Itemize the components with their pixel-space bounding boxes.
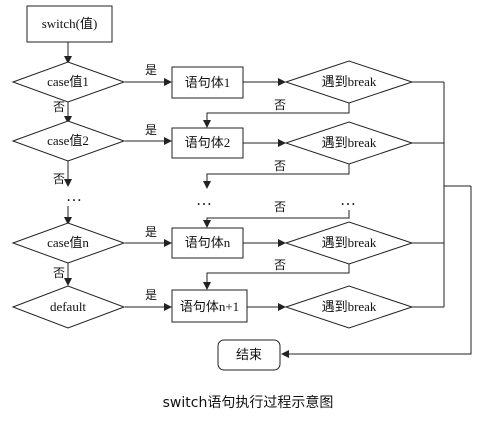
node-break2: 遇到break xyxy=(284,121,414,165)
svg-text:语句体n: 语句体n xyxy=(185,235,231,250)
edge-dots-no xyxy=(203,210,350,228)
ellipsis-right: … xyxy=(340,192,356,209)
svg-text:结束: 结束 xyxy=(236,347,262,362)
figure-caption: switch语句执行过程示意图 xyxy=(162,395,334,411)
svg-text:语句体1: 语句体1 xyxy=(185,75,231,90)
label-yes-casen: 是 xyxy=(145,225,157,239)
node-stmt1: 语句体1 xyxy=(171,66,244,99)
svg-text:case值1: case值1 xyxy=(47,74,89,89)
label-yes-default: 是 xyxy=(145,288,157,302)
svg-text:语句体n+1: 语句体n+1 xyxy=(180,299,239,314)
node-stmtn1: 语句体n+1 xyxy=(171,289,248,323)
edge-breakn-no xyxy=(203,264,350,290)
svg-text:switch(值): switch(值) xyxy=(42,16,98,31)
edges xyxy=(64,42,472,358)
label-yes-case1: 是 xyxy=(145,63,157,77)
node-end: 结束 xyxy=(217,339,281,371)
label-no-dots: 否 xyxy=(274,200,286,214)
label-no-break1: 否 xyxy=(274,98,286,112)
ellipsis-middle: … xyxy=(196,192,212,209)
edge-bus-end xyxy=(281,186,472,358)
svg-text:遇到break: 遇到break xyxy=(322,74,377,89)
label-no-case1: 否 xyxy=(53,100,65,114)
label-yes-case2: 是 xyxy=(145,123,157,137)
node-breakn1: 遇到break xyxy=(284,285,414,329)
svg-text:case值n: case值n xyxy=(47,235,89,250)
node-case2: case值2 xyxy=(11,120,126,162)
svg-text:case值2: case值2 xyxy=(47,133,89,148)
node-start: switch(值) xyxy=(26,5,113,43)
label-no-break2: 否 xyxy=(274,159,286,173)
svg-text:遇到break: 遇到break xyxy=(322,235,377,250)
edge-labels: 是 是 是 是 否 否 否 否 否 否 否 … … … xyxy=(53,63,356,302)
svg-text:语句体2: 语句体2 xyxy=(185,135,231,150)
node-default: default xyxy=(11,285,126,329)
node-breakn: 遇到break xyxy=(284,221,414,265)
node-stmtn: 语句体n xyxy=(171,227,244,259)
edge-break2-no xyxy=(203,164,350,189)
ellipsis-left: … xyxy=(66,188,82,205)
label-no-case2: 否 xyxy=(53,172,65,186)
svg-text:遇到break: 遇到break xyxy=(322,299,377,314)
node-casen: case值n xyxy=(11,222,126,264)
node-case1: case值1 xyxy=(11,61,126,103)
svg-text:default: default xyxy=(50,299,86,314)
label-no-casen: 否 xyxy=(53,266,65,280)
svg-text:遇到break: 遇到break xyxy=(322,135,377,150)
node-stmt2: 语句体2 xyxy=(171,127,244,159)
edge-break1-no xyxy=(203,103,350,128)
label-no-breakn: 否 xyxy=(274,258,286,272)
node-break1: 遇到break xyxy=(284,60,414,104)
